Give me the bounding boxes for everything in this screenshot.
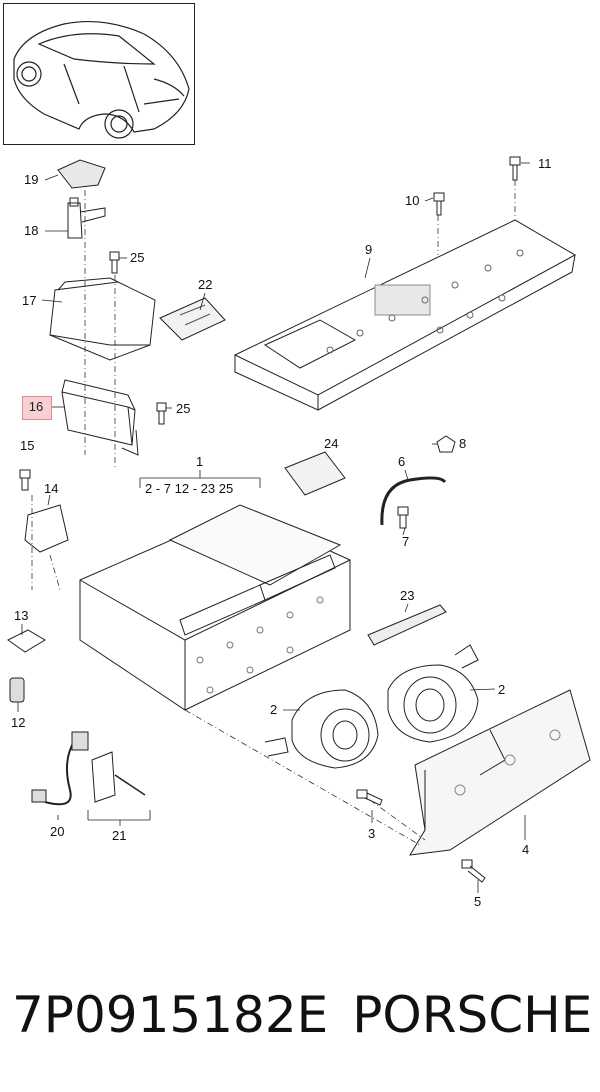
part-2-fan-b (264, 689, 379, 769)
part-24-label (284, 451, 346, 496)
part-13-gasket (7, 629, 46, 653)
part-17-housing (49, 277, 156, 361)
part-18-bracket (67, 197, 106, 239)
part-25-screw-a (109, 251, 120, 274)
part-22-label (159, 297, 226, 341)
part-19-cover (57, 159, 106, 189)
part-8-nut (436, 435, 456, 453)
callout-16[interactable]: 16 (28, 399, 44, 414)
footer-caption: 7P0915182E PORSCHE (0, 975, 600, 1055)
car-thumbnail (13, 20, 190, 139)
part-25-screw-b (156, 402, 167, 425)
callout-2b: 2 (270, 702, 277, 717)
part-3-screw (356, 789, 383, 806)
part-1-battery-unit (79, 504, 351, 711)
callout-10: 10 (405, 193, 419, 208)
callout-2a: 2 (498, 682, 505, 697)
part-20-harness (31, 731, 89, 806)
part-16-control-unit (61, 379, 139, 456)
callout-16-highlight (22, 396, 52, 420)
callout-7: 7 (402, 534, 409, 549)
callout-1: 1 (196, 454, 203, 469)
callout-22: 22 (198, 277, 212, 292)
part-10-screw (433, 192, 445, 216)
part-14-connector (24, 504, 69, 553)
callout-17: 17 (22, 293, 36, 308)
callout-19: 19 (24, 172, 38, 187)
car-thumbnail-frame (3, 3, 195, 145)
callout-14: 14 (44, 481, 58, 496)
callout-6: 6 (398, 454, 405, 469)
callout-25a: 25 (130, 250, 144, 265)
callout-5: 5 (474, 894, 481, 909)
part-9-cover-panel (233, 219, 577, 411)
callout-15: 15 (20, 438, 34, 453)
callout-25b: 25 (176, 401, 190, 416)
part-11-screw (509, 156, 521, 181)
part-15-screw (19, 469, 31, 491)
callout-3: 3 (368, 826, 375, 841)
callout-9: 9 (365, 242, 372, 257)
part-7-screw (397, 506, 409, 529)
callout-12: 12 (11, 715, 25, 730)
brand-name: PORSCHE (352, 986, 593, 1044)
callout-18: 18 (24, 223, 38, 238)
part-2-fan-a (387, 644, 479, 743)
callout-4: 4 (522, 842, 529, 857)
callout-24: 24 (324, 436, 338, 451)
part-5-screw (461, 859, 486, 883)
callout-23: 23 (400, 588, 414, 603)
part-12-plug (9, 677, 25, 703)
part-6-cable (380, 476, 447, 526)
part-21-sensor (91, 751, 146, 803)
part-23-seal-strip (367, 604, 447, 646)
part-number: 7P0915182E (12, 986, 329, 1044)
callout-11: 11 (538, 156, 552, 171)
callout-1-range: 2 - 7 12 - 23 25 (145, 481, 233, 496)
callout-20: 20 (50, 824, 64, 839)
callout-13: 13 (14, 608, 28, 623)
part-4-air-duct (409, 689, 591, 856)
callout-21: 21 (112, 828, 126, 843)
callout-8: 8 (459, 436, 466, 451)
